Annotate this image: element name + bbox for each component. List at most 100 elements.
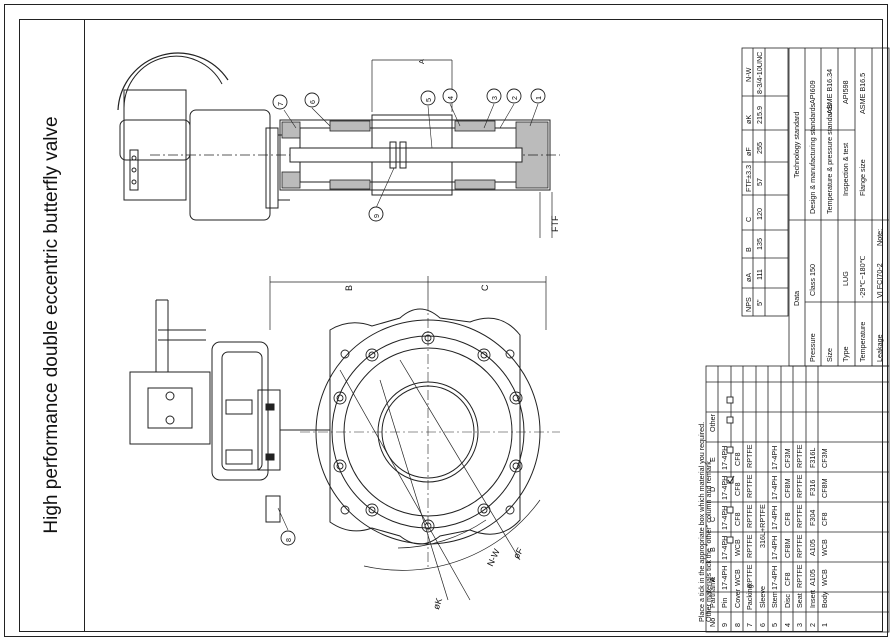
row-1-d: CF8M (820, 478, 829, 498)
balloon-2 (506, 88, 522, 104)
data-label-type: Type (841, 346, 850, 362)
balloon-label-5: 5 (424, 98, 433, 102)
balloon-4 (442, 88, 458, 104)
dim-value-f: 255 (755, 142, 764, 154)
data-heading: Data (792, 290, 801, 306)
row-3-e: RPTFE (795, 444, 804, 468)
header-a: A (708, 577, 717, 582)
dim-b-label: B (344, 284, 354, 291)
header-no: No (708, 617, 717, 627)
balloon-label-7: 7 (276, 102, 285, 106)
tick-mark (727, 475, 735, 484)
balloon-5 (420, 90, 436, 106)
row-4-e: CF3M (783, 448, 792, 468)
tech-label-design: Design & manufacturing standards (808, 103, 817, 214)
row-2-no: 2 (808, 623, 817, 627)
dim-header-nps: NPS (744, 297, 753, 312)
row-8-b: WCB (733, 539, 742, 556)
tech-value-temperature: ASME B16.34 (825, 68, 834, 114)
row-5-part: Stem (770, 591, 779, 608)
tech-heading: Technology standard (792, 111, 801, 178)
row-5-b: 17-4PH (770, 535, 779, 560)
balloon-9 (368, 206, 384, 222)
row-2-a: A105 (808, 569, 817, 586)
row-5-a: 17-4PH (770, 565, 779, 590)
row-3-d: RPTFE (795, 474, 804, 498)
row-7-a: RPTFE (745, 564, 754, 588)
dim-value-c: 120 (755, 208, 764, 220)
dim-c-label: C (480, 284, 490, 292)
checkbox-b (726, 416, 734, 424)
balloon-label-2: 2 (510, 96, 519, 100)
row-2-part: Insert (808, 590, 817, 608)
dim-value-nw: 8-3/4-10UNC (755, 51, 764, 94)
row-3-a: RPTFE (795, 564, 804, 588)
balloon-label-6: 6 (308, 100, 317, 104)
row-8-d: CF8 (733, 482, 742, 496)
row-7-b: RPTFE (745, 534, 754, 558)
dim-value-a: 111 (755, 269, 764, 280)
tech-value-inspection: API598 (841, 80, 850, 104)
row-7-d: RPTFE (745, 474, 754, 498)
balloon-label-1: 1 (534, 96, 543, 100)
dim-header-c: C (744, 216, 753, 222)
row-8-c: CF8 (733, 512, 742, 526)
row-9-a: 17-4PH (720, 565, 729, 590)
row-8-e: CF8 (733, 452, 742, 466)
row-3-part: Seat (795, 593, 804, 608)
dim-ftf-label: FTF (550, 215, 560, 233)
tech-value-design: API609 (808, 80, 817, 104)
side-view-section (117, 52, 560, 238)
tech-label-inspection: Inspection & test (841, 142, 850, 196)
balloon-label-9: 9 (372, 214, 381, 218)
header-e: E (708, 457, 717, 462)
dim-value-k: 215.9 (755, 106, 764, 124)
data-label-leakage: Leakage (875, 334, 884, 362)
tech-label-flange: Flange size (858, 159, 867, 196)
header-c: C (708, 516, 717, 522)
data-value-pressure: Class 150 (808, 264, 817, 296)
row-4-a: CF8 (783, 572, 792, 586)
dim-header-ftf: FTF±3.3 (744, 164, 753, 192)
row-5-c: 17-4PH (770, 505, 779, 530)
data-label-temperature: Temperature (858, 321, 867, 362)
inner-frame (19, 19, 883, 632)
data-value-type: LUG (841, 271, 850, 286)
row-4-part: Disc (783, 594, 792, 608)
row-9-c: 17-4PH (720, 505, 729, 530)
row-5-no: 5 (770, 623, 779, 627)
balloon-8 (280, 530, 296, 546)
checkbox-e (726, 506, 734, 514)
dimension-table-grid (741, 47, 789, 317)
row-6-no: 6 (758, 623, 767, 627)
balloon-1 (530, 88, 546, 104)
balloon-7 (272, 94, 288, 110)
row-9-part: Pin (720, 597, 729, 608)
dim-value-b: 135 (755, 238, 764, 250)
row-9-no: 9 (720, 623, 729, 627)
data-label-size: Size (825, 348, 834, 362)
row-4-c: CF8 (783, 512, 792, 526)
row-1-c: CF8 (820, 512, 829, 526)
row-7-no: 7 (745, 623, 754, 627)
row-3-c: RPTFE (795, 504, 804, 528)
header-other: Other (708, 414, 717, 432)
row-3-b: RPTFE (795, 534, 804, 558)
dim-header-nw: N-W (744, 67, 753, 82)
row-4-no: 4 (783, 623, 792, 627)
dim-header-k: øK (744, 114, 753, 124)
row-3-no: 3 (795, 623, 804, 627)
row-1-e: CF3M (820, 448, 829, 468)
dim-value-nps: 5" (755, 299, 764, 306)
materials-table-grid (705, 365, 890, 633)
row-1-no: 1 (820, 623, 829, 627)
row-8-part: Cover (733, 588, 742, 608)
checkbox-a (726, 396, 734, 404)
row-8-a: WCB (733, 569, 742, 586)
dim-header-a: øA (744, 272, 753, 282)
row-6-part: Sleeve (758, 586, 767, 608)
front-view (129, 276, 560, 601)
dim-value-ftf: 57 (755, 178, 764, 186)
row-2-e: F316L (808, 447, 817, 468)
